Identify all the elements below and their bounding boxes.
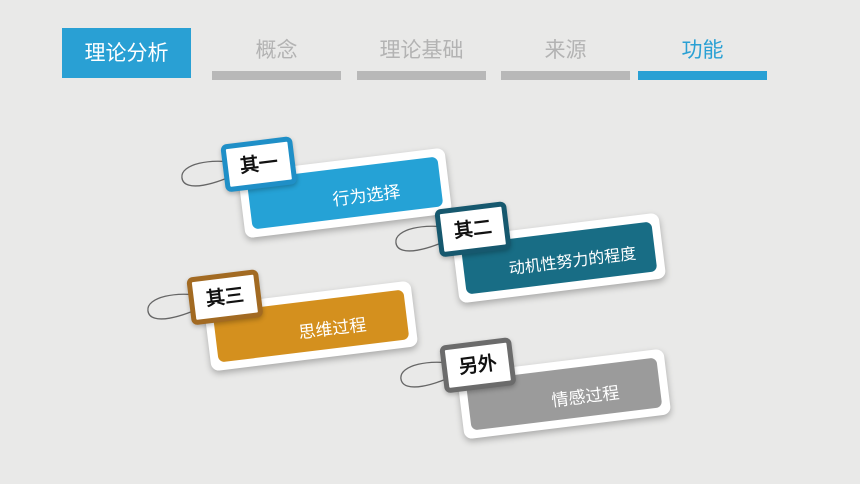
tab-theory-basis[interactable]: 理论基础 bbox=[357, 34, 486, 80]
page-title: 理论分析 bbox=[62, 28, 191, 78]
tag-text: 其三 bbox=[204, 284, 246, 311]
card-emotional-process: 情感过程 另外 bbox=[400, 337, 672, 440]
string-loop-icon bbox=[395, 225, 453, 252]
card-motivational-effort: 动机性努力的程度 其二 bbox=[395, 201, 667, 304]
tab-label: 理论基础 bbox=[379, 38, 464, 62]
tag-text: 其一 bbox=[238, 151, 280, 178]
tab-underline bbox=[357, 71, 486, 80]
tag-label-box: 其一 bbox=[220, 136, 298, 193]
tag-text: 另外 bbox=[457, 352, 499, 379]
string-loop-icon bbox=[400, 361, 458, 388]
tag-label-box: 其二 bbox=[434, 201, 512, 258]
card-thinking-process: 思维过程 其三 bbox=[147, 269, 419, 372]
string-loop-icon bbox=[181, 160, 239, 187]
string-loop-icon bbox=[147, 293, 205, 320]
tab-label: 来源 bbox=[544, 38, 587, 62]
tab-underline bbox=[212, 71, 341, 80]
tag-label-box: 另外 bbox=[439, 337, 517, 394]
tag-label-box: 其三 bbox=[186, 269, 264, 326]
tab-underline bbox=[638, 71, 767, 80]
tag-text: 其二 bbox=[452, 216, 494, 243]
tab-label: 功能 bbox=[681, 38, 724, 62]
tab-label: 概念 bbox=[255, 38, 298, 62]
tab-concept[interactable]: 概念 bbox=[212, 34, 341, 80]
tab-underline bbox=[501, 71, 630, 80]
tab-source[interactable]: 来源 bbox=[501, 34, 630, 80]
tab-function[interactable]: 功能 bbox=[638, 34, 767, 80]
card-behavior-choice: 行为选择 其一 bbox=[181, 136, 453, 239]
